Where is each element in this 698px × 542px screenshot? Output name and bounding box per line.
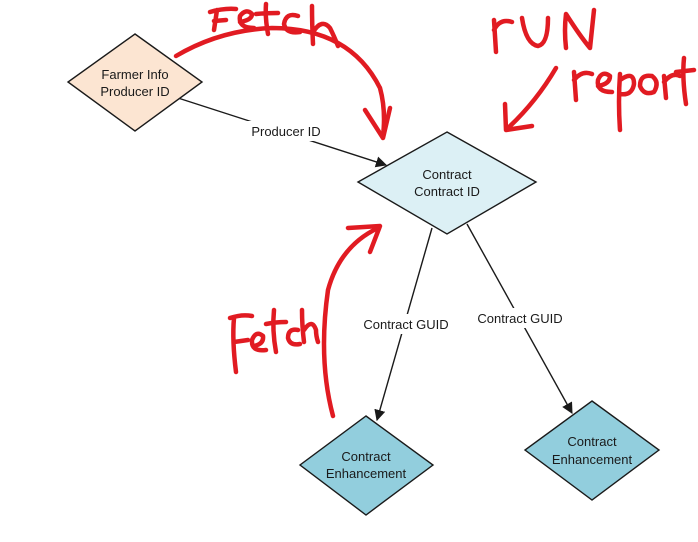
contract-node[interactable]	[356, 131, 538, 235]
contract-enhancement-node-left[interactable]	[298, 415, 435, 516]
enhancement-left-line2: Enhancement	[326, 466, 407, 481]
edge-label-bg	[474, 308, 568, 328]
contract-node-line1: Contract	[422, 167, 472, 182]
farmer-node-line2: Producer ID	[100, 84, 169, 99]
farmer-node-line1: Farmer Info	[101, 67, 168, 82]
farmer-info-node[interactable]	[66, 33, 204, 132]
handwritten-annotations	[173, 1, 697, 419]
edge-label-contract-guid-right: Contract GUID	[477, 311, 562, 326]
edge-label-bg	[245, 121, 327, 141]
edge-label-contract-guid-left: Contract GUID	[363, 317, 448, 332]
edge-label-producer-id: Producer ID	[251, 124, 320, 139]
enhancement-left-line1: Contract	[341, 449, 391, 464]
contract-enhancement-node-right[interactable]	[523, 400, 661, 501]
enhancement-right-line2: Enhancement	[552, 452, 633, 467]
edge-label-bg	[360, 314, 454, 334]
enhancement-right-line1: Contract	[567, 434, 617, 449]
contract-node-line2: Contract ID	[414, 184, 480, 199]
